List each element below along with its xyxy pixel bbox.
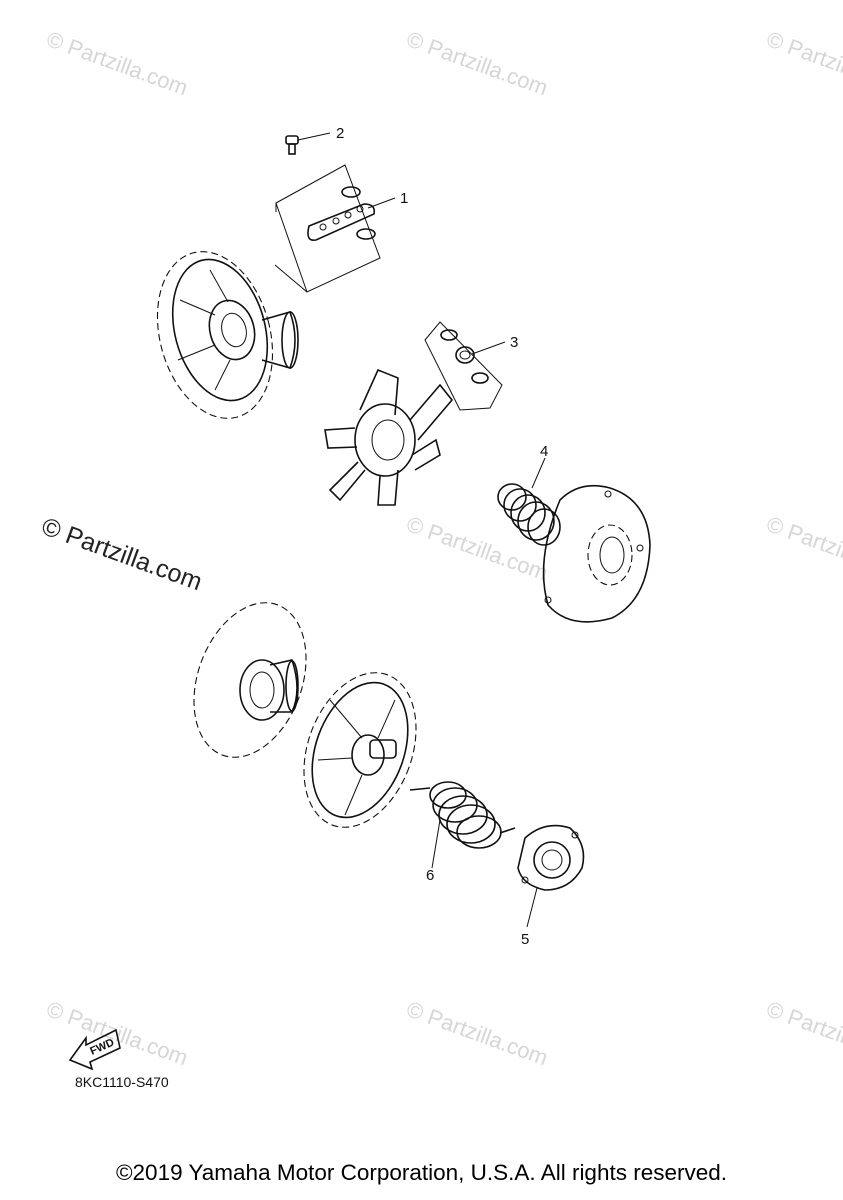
fwd-label: FWD <box>88 1037 116 1058</box>
callout-1[interactable]: 1 <box>400 190 408 207</box>
watermark-top-center: © Partzilla.com <box>403 26 551 100</box>
watermark-top-left: © Partzilla.com <box>43 26 191 100</box>
spider-cam <box>324 368 454 506</box>
cover-plate <box>542 484 651 623</box>
watermark-bottom-center: © Partzilla.com <box>403 996 551 1070</box>
watermark-large: © Partzilla.com <box>38 512 206 596</box>
part-5-cam-cap[interactable] <box>517 824 585 891</box>
callout-2[interactable]: 2 <box>336 125 344 142</box>
part-3-roller-group[interactable] <box>424 321 503 411</box>
part-4-spring[interactable] <box>497 483 561 546</box>
part-6-spring[interactable] <box>409 781 516 849</box>
callout-4[interactable]: 4 <box>540 443 548 460</box>
callout-3[interactable]: 3 <box>510 334 518 351</box>
watermark-top-right: © Partzilla.com <box>763 26 843 100</box>
watermark-mid-right: © Partzilla.com <box>763 511 843 585</box>
callout-labels: 2 1 3 4 6 5 <box>336 125 548 948</box>
secondary-fixed-sheave <box>193 602 307 758</box>
watermark-bottom-right: © Partzilla.com <box>763 996 843 1070</box>
callout-5[interactable]: 5 <box>521 931 529 948</box>
fixed-sheave <box>156 251 299 419</box>
diagram-code: 8KC1110-S470 <box>75 1074 169 1090</box>
part-2-bolt[interactable] <box>285 135 299 155</box>
secondary-sliding-sheave <box>303 672 417 828</box>
copyright-notice: ©2019 Yamaha Motor Corporation, U.S.A. A… <box>115 1160 728 1185</box>
callout-6[interactable]: 6 <box>426 867 434 884</box>
part-1-weight-group[interactable] <box>274 164 381 293</box>
callout-leaders <box>297 132 546 928</box>
watermarks: © Partzilla.com © Partzilla.com © Partzi… <box>38 26 843 1070</box>
